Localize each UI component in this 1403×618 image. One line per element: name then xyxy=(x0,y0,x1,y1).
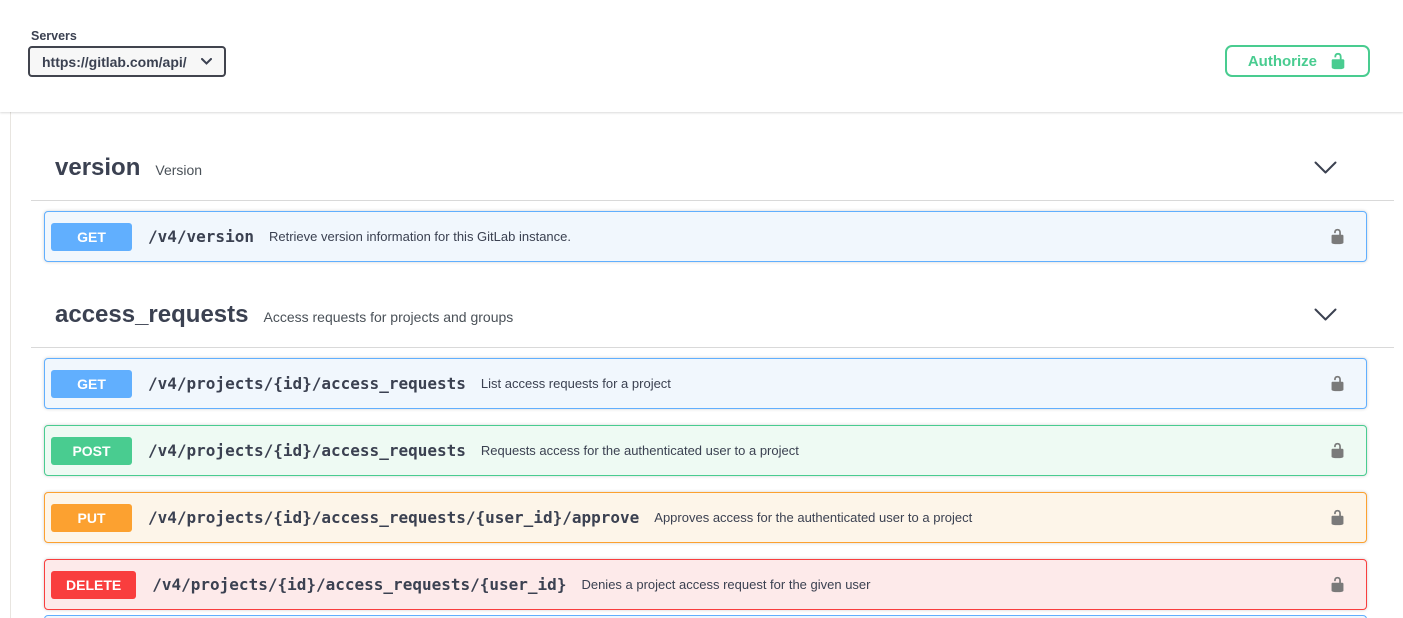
method-badge: GET xyxy=(51,369,132,398)
operation-row[interactable]: POST /v4/projects/{id}/access_requests R… xyxy=(44,425,1367,476)
servers-label: Servers xyxy=(31,29,77,43)
section-title: version xyxy=(55,154,141,181)
authorize-button-label: Authorize xyxy=(1247,52,1317,70)
operation-row[interactable]: DELETE /v4/projects/{id}/access_requests… xyxy=(44,559,1367,610)
operation-path: /v4/version xyxy=(148,227,254,246)
operation-auth-lock-button[interactable] xyxy=(1329,576,1346,593)
method-badge: POST xyxy=(51,436,132,465)
sections-container: version Version GET /v4/version Retrieve… xyxy=(0,153,1403,618)
unlocked-padlock-icon xyxy=(1329,375,1346,392)
chevron-down-icon xyxy=(1314,308,1337,322)
operation-summary: Requests access for the authenticated us… xyxy=(480,443,799,458)
unlocked-padlock-icon xyxy=(1329,509,1346,526)
method-badge: DELETE xyxy=(51,570,137,599)
section-header[interactable]: access_requests Access requests for proj… xyxy=(31,300,1394,348)
operation-summary: List access requests for a project xyxy=(480,376,671,391)
servers-bar: Servers https://gitlab.com/api/ Authoriz… xyxy=(0,0,1403,112)
section-subtitle: Access requests for projects and groups xyxy=(263,308,514,325)
section-header[interactable]: version Version xyxy=(31,153,1394,201)
operations: GET /v4/projects/{id}/access_requests Li… xyxy=(31,348,1394,618)
operations: GET /v4/version Retrieve version informa… xyxy=(31,201,1394,262)
unlocked-padlock-icon xyxy=(1329,442,1346,459)
section-collapse-button[interactable] xyxy=(1314,161,1337,175)
operation-auth-lock-button[interactable] xyxy=(1329,509,1346,526)
operation-auth-lock-button[interactable] xyxy=(1329,442,1346,459)
authorize-button[interactable]: Authorize xyxy=(1224,45,1370,77)
operation-summary: Denies a project access request for the … xyxy=(581,577,871,592)
operation-summary: Approves access for the authenticated us… xyxy=(654,510,973,525)
section-subtitle: Version xyxy=(155,161,203,178)
operation-summary: Retrieve version information for this Gi… xyxy=(268,229,571,244)
unlocked-padlock-icon xyxy=(1329,228,1346,245)
operation-path: /v4/projects/{id}/access_requests xyxy=(148,441,466,460)
server-select[interactable]: https://gitlab.com/api/ xyxy=(28,46,226,77)
operation-row[interactable]: GET /v4/version Retrieve version informa… xyxy=(44,211,1367,262)
api-tag-section: access_requests Access requests for proj… xyxy=(31,300,1394,618)
section-title: access_requests xyxy=(55,301,249,328)
operation-row[interactable]: GET /v4/projects/{id}/access_requests Li… xyxy=(44,358,1367,409)
section-collapse-button[interactable] xyxy=(1314,308,1337,322)
server-select-value: https://gitlab.com/api/ xyxy=(42,53,187,70)
operation-row[interactable]: PUT /v4/projects/{id}/access_requests/{u… xyxy=(44,492,1367,543)
operation-auth-lock-button[interactable] xyxy=(1329,228,1346,245)
operation-auth-lock-button[interactable] xyxy=(1329,375,1346,392)
chevron-down-icon xyxy=(200,58,212,65)
unlocked-padlock-icon xyxy=(1329,52,1347,70)
chevron-down-icon xyxy=(1314,161,1337,175)
api-tag-section: version Version GET /v4/version Retrieve… xyxy=(31,153,1394,262)
operation-path: /v4/projects/{id}/access_requests/{user_… xyxy=(148,508,640,527)
operation-row-cutoff[interactable] xyxy=(44,615,1367,618)
operation-path: /v4/projects/{id}/access_requests xyxy=(148,374,466,393)
unlocked-padlock-icon xyxy=(1329,576,1346,593)
method-badge: GET xyxy=(51,222,132,251)
method-badge: PUT xyxy=(51,503,132,532)
page-left-border xyxy=(10,0,11,618)
operation-path: /v4/projects/{id}/access_requests/{user_… xyxy=(152,575,567,594)
